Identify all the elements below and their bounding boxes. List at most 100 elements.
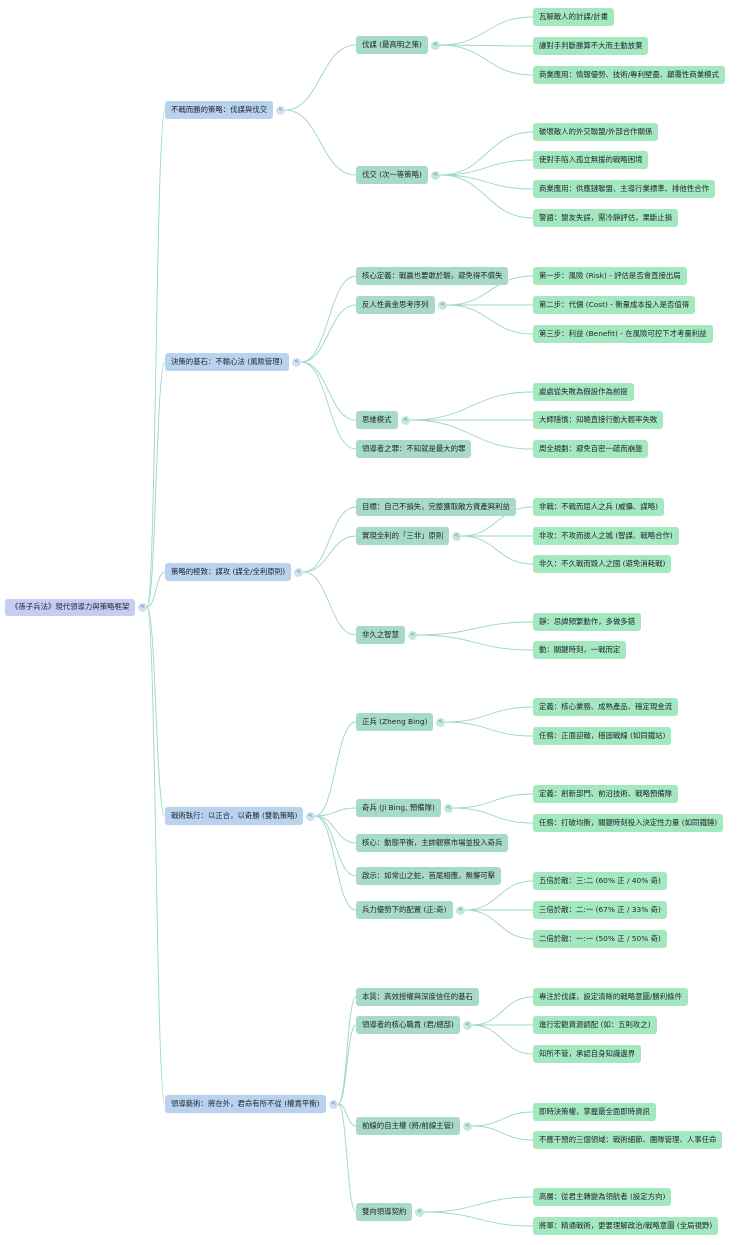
collapse-toggle-icon[interactable]: < <box>431 170 440 180</box>
collapse-toggle-icon[interactable]: < <box>138 602 147 612</box>
leaf-topic-0-1-2[interactable]: 商業應用：供應鏈聯盟、主導行業標準、排他性合作 <box>533 180 715 198</box>
leaf-topic-4-1-1[interactable]: 進行宏觀資源調配 (如：五則攻之) <box>533 1016 657 1034</box>
subtopic-1-0[interactable]: 核心定義：戰贏也要敢於輸，避免得不償失 <box>356 267 509 285</box>
subtopic-4-0[interactable]: 本質：高效授權與深度信任的基石 <box>356 988 479 1006</box>
leaf-topic-1-1-1[interactable]: 第二步：代價 (Cost) - 衡量成本投入是否值得 <box>533 296 696 314</box>
subtopic-4-2[interactable]: 前線的自主權 (將/前線主管) <box>356 1117 460 1135</box>
collapse-toggle-icon[interactable]: < <box>463 1121 472 1131</box>
node-label: 專注於伐謀，設定清晰的戰略意圖/勝利條件 <box>539 992 682 1002</box>
leaf-topic-3-0-1[interactable]: 任務：正面迎敵，穩固戰線 (如同鐵站) <box>533 727 672 745</box>
leaf-topic-0-0-2[interactable]: 商業應用：情報優勢、技術/專利壁壘、顛覆性商業模式 <box>533 66 725 84</box>
leaf-topic-4-1-2[interactable]: 知所不管，承認自身知識邊界 <box>533 1045 642 1063</box>
subtopic-3-1[interactable]: 奇兵 (Ji Bing, 預備隊) <box>356 799 441 817</box>
leaf-topic-4-3-0[interactable]: 高層：從君主轉變為領航者 (設定方向) <box>533 1188 672 1206</box>
leaf-topic-3-4-2[interactable]: 二倍於敵：一:一 (50% 正 / 50% 奇) <box>533 930 667 948</box>
collapse-toggle-icon[interactable]: < <box>329 1099 338 1109</box>
connector-line <box>300 275 357 363</box>
connector-line <box>446 304 534 335</box>
subtopic-2-1[interactable]: 實現全利的「三非」原則 <box>356 527 450 545</box>
connector-line <box>446 275 534 306</box>
subtopic-1-1[interactable]: 反人性黃金思考序列 <box>356 296 435 314</box>
node-label: 領導者的核心職責 (君/總部) <box>362 1020 454 1030</box>
leaf-topic-0-0-1[interactable]: 讓對手判斷勝算不大而主動放棄 <box>533 37 649 55</box>
subtopic-3-0[interactable]: 正兵 (Zheng Bing) <box>356 713 434 731</box>
leaf-topic-2-1-2[interactable]: 非久：不久戰而毀人之國 (避免消耗戰) <box>533 555 672 573</box>
collapse-toggle-icon[interactable]: < <box>436 717 445 727</box>
branch-topic-1[interactable]: 決策的基石：不輸心法 (風險管理) <box>165 353 289 371</box>
connector-line <box>444 721 534 737</box>
connector-line <box>452 807 534 824</box>
connector-line <box>314 721 357 817</box>
leaf-topic-2-2-1[interactable]: 動：關鍵時刻，一戰而定 <box>533 641 627 659</box>
subtopic-0-1[interactable]: 伐交 (次一等策略) <box>356 166 428 184</box>
leaf-topic-3-1-0[interactable]: 定義：創新部門、前沿技術、戰略預備隊 <box>533 785 679 803</box>
collapse-toggle-icon[interactable]: < <box>431 40 440 50</box>
leaf-topic-2-1-0[interactable]: 非戰：不戰而屈人之兵 (威懾、謀略) <box>533 498 664 516</box>
connector-line <box>439 174 534 219</box>
collapse-toggle-icon[interactable]: < <box>456 905 465 915</box>
connector-line <box>439 44 534 76</box>
leaf-topic-0-1-1[interactable]: 使對手陷入孤立無援的戰略困境 <box>533 151 649 169</box>
leaf-topic-1-1-2[interactable]: 第三步：利益 (Benefit) - 在風險可控下才考量利益 <box>533 325 713 343</box>
leaf-topic-4-2-0[interactable]: 即時決策權，掌握最全面即時資訊 <box>533 1103 656 1121</box>
collapse-toggle-icon[interactable]: < <box>276 105 285 115</box>
node-label: 定義：創新部門、前沿技術、戰略預備隊 <box>539 789 673 799</box>
node-label: 領導者之罪：不知就是最大的罪 <box>362 444 466 454</box>
subtopic-3-4[interactable]: 兵力優勢下的配置 (正:奇) <box>356 901 453 919</box>
collapse-toggle-icon[interactable]: < <box>452 531 461 541</box>
subtopic-1-3[interactable]: 領導者之罪：不知就是最大的罪 <box>356 440 472 458</box>
connector-line <box>302 571 357 636</box>
leaf-topic-3-0-0[interactable]: 定義：核心業務、成熟產品、穩定現金流 <box>533 698 679 716</box>
node-label: 進行宏觀資源調配 (如：五則攻之) <box>539 1020 651 1030</box>
subtopic-3-3[interactable]: 啟示：如常山之蛇，首尾相應，無懈可擊 <box>356 867 502 885</box>
leaf-topic-0-1-3[interactable]: 警語：盟友失誤，需冷靜評估，果斷止損 <box>533 209 679 227</box>
leaf-topic-0-1-0[interactable]: 破壞敵人的外交聯盟/外部合作關係 <box>533 123 659 141</box>
leaf-topic-0-0-0[interactable]: 瓦解敵人的計謀/計畫 <box>533 8 615 26</box>
collapse-toggle-icon[interactable]: < <box>408 630 417 640</box>
subtopic-2-0[interactable]: 目標：自己不損失，完整獲取敵方資產與利益 <box>356 498 516 516</box>
subtopic-2-2[interactable]: 非久之智慧 <box>356 626 405 644</box>
node-label: 不戰而勝的策略：伐謀與伐交 <box>171 105 268 115</box>
connector-line <box>300 304 357 363</box>
leaf-topic-2-2-0[interactable]: 靜：忌諱頻繁動作，多做多錯 <box>533 613 642 631</box>
leaf-topic-3-4-0[interactable]: 五倍於敵：三:二 (60% 正 / 40% 奇) <box>533 872 667 890</box>
collapse-toggle-icon[interactable]: < <box>438 300 447 310</box>
connector-line <box>284 44 357 111</box>
subtopic-1-2[interactable]: 思維模式 <box>356 411 398 429</box>
leaf-topic-2-1-1[interactable]: 非攻：不攻而拔人之城 (智謀、戰略合作) <box>533 527 679 545</box>
leaf-topic-1-2-0[interactable]: 處處從失敗為假設作為前提 <box>533 383 634 401</box>
leaf-topic-3-1-1[interactable]: 任務：打破均衡，關鍵時刻投入決定性力量 (如同鐵錘) <box>533 814 724 832</box>
leaf-topic-3-4-1[interactable]: 三倍於敵：二:一 (67% 正 / 33% 奇) <box>533 901 667 919</box>
collapse-toggle-icon[interactable]: < <box>292 357 301 367</box>
root-topic[interactable]: 《孫子兵法》現代領導力與策略框架 <box>5 598 136 616</box>
subtopic-3-2[interactable]: 核心：動態平衡，主帥觀察市場並投入奇兵 <box>356 834 509 852</box>
node-label: 正兵 (Zheng Bing) <box>362 717 428 727</box>
branch-topic-2[interactable]: 策略的極致：謀攻 (謀全/全利原則) <box>165 563 292 581</box>
collapse-toggle-icon[interactable]: < <box>306 811 315 821</box>
leaf-topic-4-3-1[interactable]: 將軍：精通戰術，更要理解政治/戰略意圖 (全局視野) <box>533 1217 719 1235</box>
node-label: 啟示：如常山之蛇，首尾相應，無懈可擊 <box>362 871 496 881</box>
branch-topic-4[interactable]: 領導藝術：將在外，君命有所不從 (權責平衡) <box>165 1095 326 1113</box>
connector-line <box>314 807 357 817</box>
connector-line <box>444 706 534 723</box>
connector-line <box>146 361 166 608</box>
collapse-toggle-icon[interactable]: < <box>444 803 453 813</box>
branch-topic-3[interactable]: 戰術執行：以正合，以奇勝 (雙軌策略) <box>165 807 304 825</box>
connector-line <box>452 793 534 809</box>
subtopic-4-3[interactable]: 雙向領導契約 <box>356 1203 413 1221</box>
collapse-toggle-icon[interactable]: < <box>294 567 303 577</box>
leaf-topic-4-1-0[interactable]: 專注於伐謀，設定清晰的戰略意圖/勝利條件 <box>533 988 688 1006</box>
collapse-toggle-icon[interactable]: < <box>463 1020 472 1030</box>
leaf-topic-1-2-2[interactable]: 周全規劃：避免百密一疏而崩盤 <box>533 440 649 458</box>
branch-topic-0[interactable]: 不戰而勝的策略：伐謀與伐交 <box>165 101 274 119</box>
collapse-toggle-icon[interactable]: < <box>401 415 410 425</box>
subtopic-4-1[interactable]: 領導者的核心職責 (君/總部) <box>356 1016 460 1034</box>
subtopic-0-0[interactable]: 伐謀 (最高明之策) <box>356 36 428 54</box>
connector-line <box>471 1125 534 1141</box>
leaf-topic-1-1-0[interactable]: 第一步：風險 (Risk) - 評估是否會直接出局 <box>533 267 687 285</box>
leaf-topic-1-2-1[interactable]: 大師隱憤：知曉直接行動大輕率失敗 <box>533 411 664 429</box>
leaf-topic-4-2-1[interactable]: 不應干預的三個領域：戰術細節、團隊管理、人事任命 <box>533 1131 723 1149</box>
collapse-toggle-icon[interactable]: < <box>415 1207 424 1217</box>
connector-line <box>471 1111 534 1127</box>
